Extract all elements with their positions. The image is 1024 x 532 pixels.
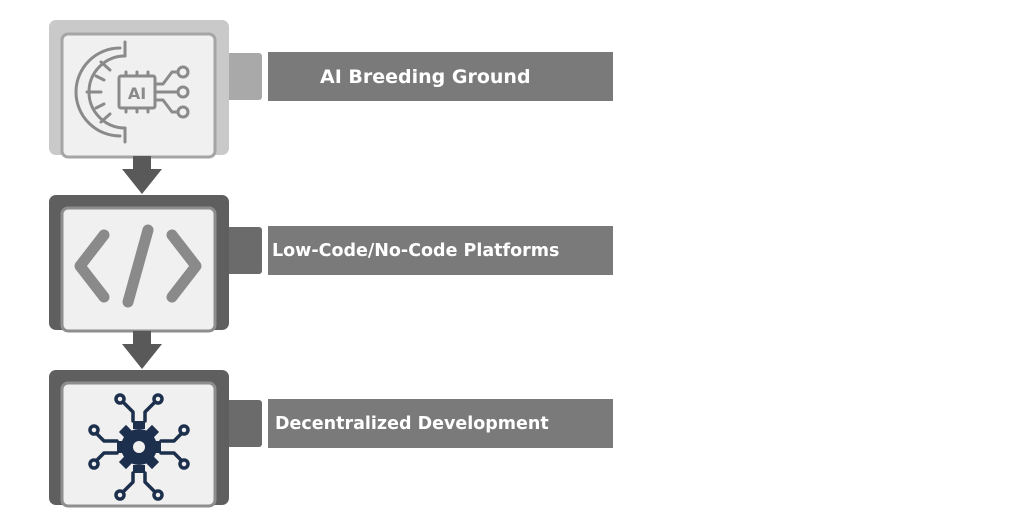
step-2-label-bar xyxy=(268,226,613,275)
step-2 xyxy=(49,195,613,333)
arrow-1 xyxy=(122,156,162,194)
step-3 xyxy=(49,370,613,508)
step-1-label-bar xyxy=(268,52,613,101)
step-3-label: Decentralized Development xyxy=(275,413,549,434)
code-brackets-icon xyxy=(74,224,202,308)
step-1: AI xyxy=(49,20,613,159)
ai-gear-circuit-icon: AI xyxy=(74,40,190,144)
step-2-label: Low-Code/No-Code Platforms xyxy=(272,240,560,261)
gear-network-icon xyxy=(88,393,190,501)
step-3-label-bar xyxy=(268,399,613,448)
svg-text:AI: AI xyxy=(128,84,146,103)
arrow-2 xyxy=(122,331,162,369)
step-2-connector-tab xyxy=(224,227,262,274)
step-3-connector-tab xyxy=(224,400,262,447)
step-1-connector-tab xyxy=(224,53,262,100)
step-1-label: AI Breeding Ground xyxy=(320,65,531,88)
